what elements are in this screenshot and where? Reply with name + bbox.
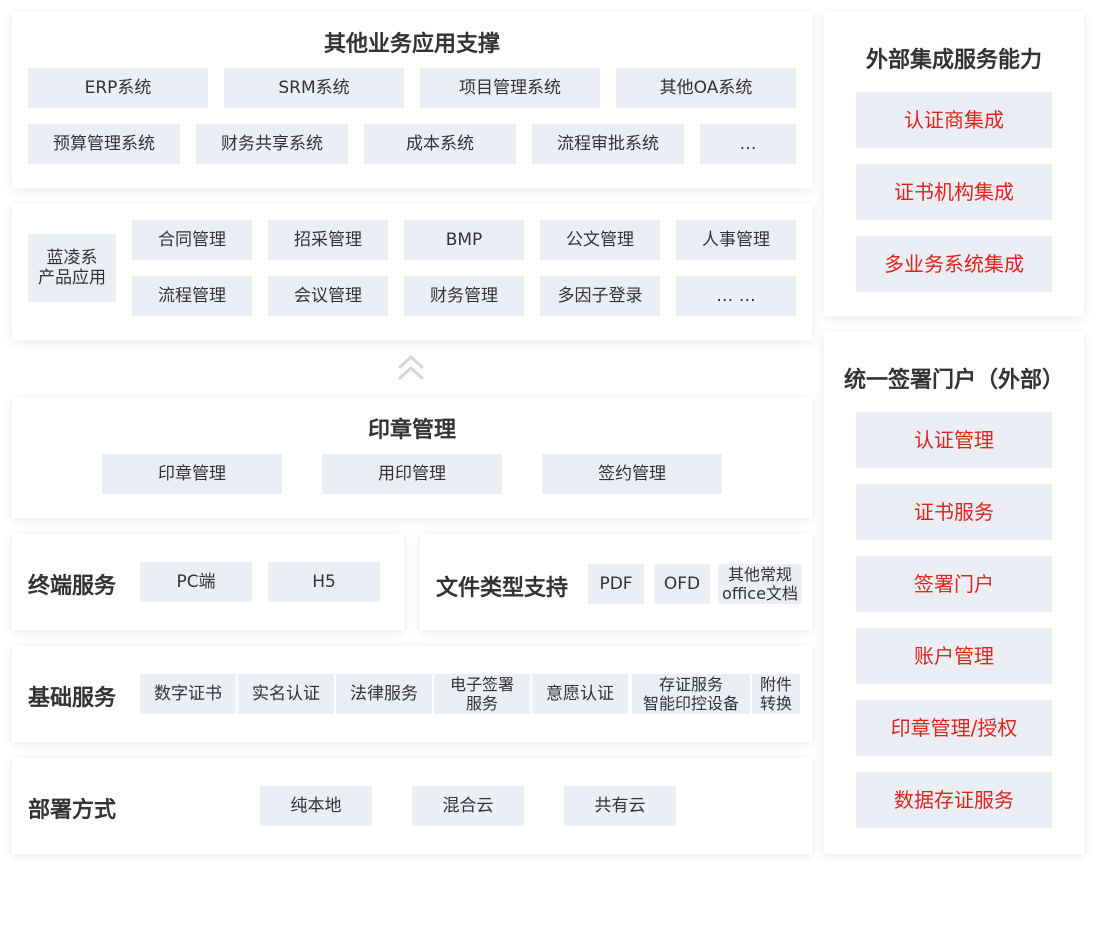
app-chip-finance-share[interactable]: 财务共享系统 <box>196 124 348 164</box>
basic-chip-attachment[interactable]: 附件 转换 <box>752 674 800 714</box>
lanling-label: 蓝凌系 产品应用 <box>28 234 116 302</box>
deploy-chip-local[interactable]: 纯本地 <box>260 786 372 826</box>
portal-chip-evidence[interactable]: 数据存证服务 <box>856 772 1052 828</box>
lanling-chip-mfa[interactable]: 多因子登录 <box>540 276 660 316</box>
lanling-chip-process[interactable]: 流程管理 <box>132 276 252 316</box>
external-chip-multisys[interactable]: 多业务系统集成 <box>856 236 1052 292</box>
portal-chip-cert[interactable]: 证书服务 <box>856 484 1052 540</box>
other-apps-title: 其他业务应用支撑 <box>323 32 500 57</box>
filetype-chip-pdf[interactable]: PDF <box>588 564 644 604</box>
terminal-label: 终端服务 <box>28 574 117 599</box>
external-panel: 外部集成服务能力 认证商集成 证书机构集成 多业务系统集成 <box>824 12 1084 316</box>
portal-panel: 统一签署门户（外部） 认证管理 证书服务 签署门户 账户管理 印章管理/授权 数… <box>824 332 1084 854</box>
lanling-chip-hr[interactable]: 人事管理 <box>676 220 796 260</box>
seal-chip-signing[interactable]: 签约管理 <box>542 454 722 494</box>
deploy-chip-hybrid[interactable]: 混合云 <box>412 786 524 826</box>
external-chip-ca[interactable]: 证书机构集成 <box>856 164 1052 220</box>
filetype-chip-ofd[interactable]: OFD <box>654 564 710 604</box>
portal-chip-signing[interactable]: 签署门户 <box>856 556 1052 612</box>
lanling-chip-procurement[interactable]: 招采管理 <box>268 220 388 260</box>
app-chip-approval[interactable]: 流程审批系统 <box>532 124 684 164</box>
deploy-chip-public[interactable]: 共有云 <box>564 786 676 826</box>
external-chip-auth[interactable]: 认证商集成 <box>856 92 1052 148</box>
seal-chip-usage[interactable]: 用印管理 <box>322 454 502 494</box>
lanling-chip-more[interactable]: … … <box>676 276 796 316</box>
app-chip-oa[interactable]: 其他OA系统 <box>616 68 796 108</box>
deploy-label: 部署方式 <box>28 798 117 823</box>
app-chip-more[interactable]: … <box>700 124 796 164</box>
lanling-chip-document[interactable]: 公文管理 <box>540 220 660 260</box>
filetype-panel: 文件类型支持 PDF OFD 其他常规 office文档 <box>420 534 812 630</box>
basic-chip-legal[interactable]: 法律服务 <box>336 674 432 714</box>
terminal-panel: 终端服务 PC端 H5 <box>12 534 404 630</box>
deploy-panel: 部署方式 纯本地 混合云 共有云 <box>12 758 812 854</box>
lanling-chip-finance[interactable]: 财务管理 <box>404 276 524 316</box>
portal-chip-auth[interactable]: 认证管理 <box>856 412 1052 468</box>
app-chip-project[interactable]: 项目管理系统 <box>420 68 600 108</box>
external-title: 外部集成服务能力 <box>865 48 1042 73</box>
basic-chip-realname[interactable]: 实名认证 <box>238 674 334 714</box>
app-chip-erp[interactable]: ERP系统 <box>28 68 208 108</box>
basic-chip-cert[interactable]: 数字证书 <box>140 674 236 714</box>
seal-panel: 印章管理 印章管理 用印管理 签约管理 <box>12 398 812 518</box>
seal-title: 印章管理 <box>367 418 456 443</box>
other-apps-panel: 其他业务应用支撑 ERP系统 SRM系统 项目管理系统 其他OA系统 预算管理系… <box>12 12 812 188</box>
seal-chip-seal[interactable]: 印章管理 <box>102 454 282 494</box>
basic-chip-intent[interactable]: 意愿认证 <box>532 674 628 714</box>
basic-label: 基础服务 <box>28 686 117 711</box>
double-chevron-up-icon <box>398 355 424 380</box>
basic-chip-evidence[interactable]: 存证服务 智能印控设备 <box>632 674 750 714</box>
filetype-label: 文件类型支持 <box>436 576 569 601</box>
terminal-chip-pc[interactable]: PC端 <box>140 562 252 602</box>
basic-chip-esign[interactable]: 电子签署 服务 <box>434 674 530 714</box>
app-chip-cost[interactable]: 成本系统 <box>364 124 516 164</box>
lanling-panel: 蓝凌系 产品应用 合同管理 招采管理 BMP 公文管理 人事管理 流程管理 会议… <box>12 204 812 340</box>
lanling-chip-contract[interactable]: 合同管理 <box>132 220 252 260</box>
lanling-chip-bmp[interactable]: BMP <box>404 220 524 260</box>
app-chip-srm[interactable]: SRM系统 <box>224 68 404 108</box>
terminal-chip-h5[interactable]: H5 <box>268 562 380 602</box>
portal-chip-seal-auth[interactable]: 印章管理/授权 <box>856 700 1052 756</box>
filetype-chip-office[interactable]: 其他常规 office文档 <box>718 564 802 604</box>
portal-title: 统一签署门户（外部） <box>843 368 1064 393</box>
app-chip-budget[interactable]: 预算管理系统 <box>28 124 180 164</box>
portal-chip-account[interactable]: 账户管理 <box>856 628 1052 684</box>
lanling-chip-meeting[interactable]: 会议管理 <box>268 276 388 316</box>
basic-panel: 基础服务 数字证书 实名认证 法律服务 电子签署 服务 意愿认证 存证服务 智能… <box>12 646 812 742</box>
